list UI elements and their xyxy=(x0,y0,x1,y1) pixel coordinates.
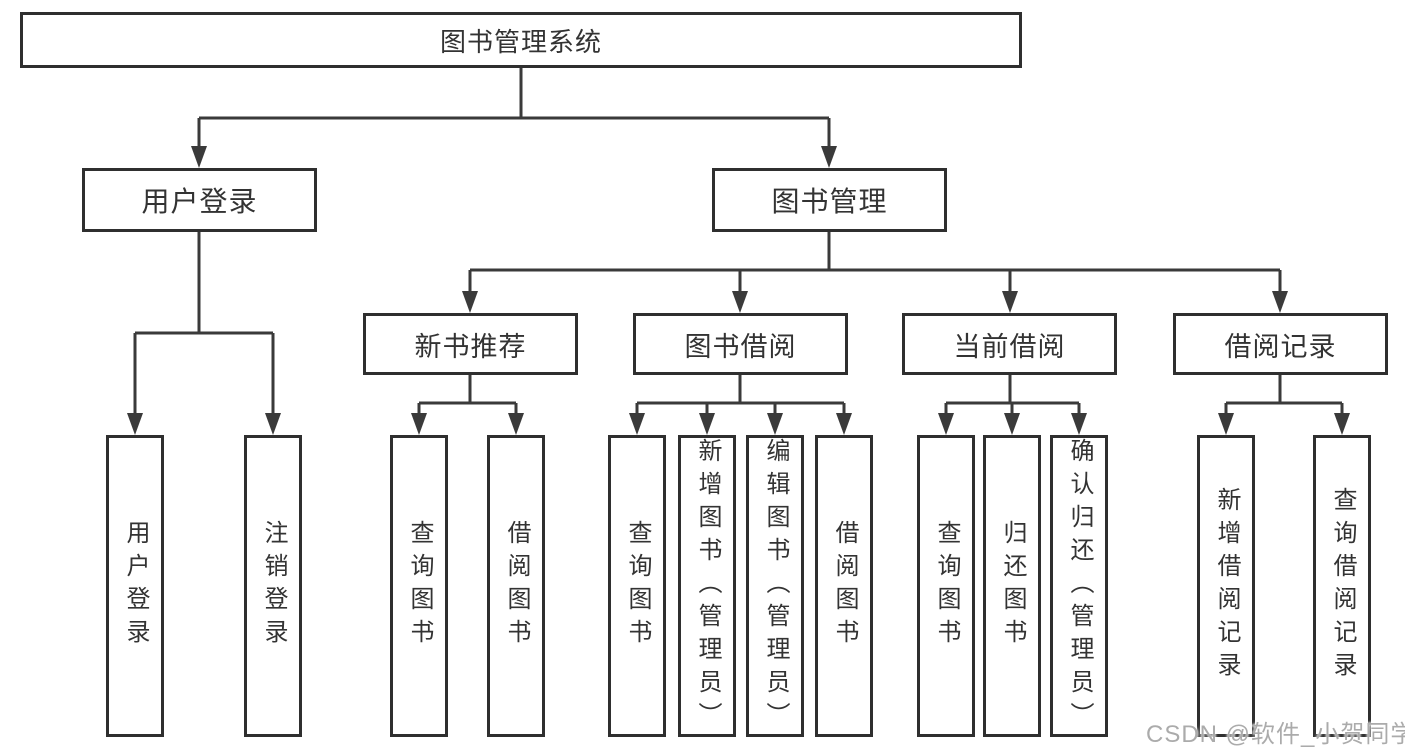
node-root: 图书管理系统 xyxy=(20,12,1022,68)
node-label: 用户登录 xyxy=(122,520,149,652)
node-user-login-leaf: 用户登录 xyxy=(106,435,164,737)
arrowhead xyxy=(265,413,281,435)
node-label: 查询图书 xyxy=(406,520,433,652)
node-label: 查询借阅记录 xyxy=(1329,487,1356,685)
arrowhead xyxy=(699,413,715,435)
node-query-borrow-record: 查询借阅记录 xyxy=(1313,435,1371,737)
arrowhead xyxy=(1272,291,1288,313)
csdn-watermark: CSDN @软件_小贺同学 xyxy=(1146,721,1405,747)
node-label: 图书管理 xyxy=(771,186,888,217)
node-root-label: 图书管理系统 xyxy=(439,26,602,57)
arrowhead xyxy=(462,291,478,313)
node-query-books-current: 查询图书 xyxy=(917,435,975,737)
arrowhead xyxy=(767,413,783,435)
connector-root-to-level2 xyxy=(197,68,831,148)
node-return-book: 归还图书 xyxy=(983,435,1041,737)
node-current-borrow: 当前借阅 xyxy=(902,313,1117,375)
node-query-books-recommend: 查询图书 xyxy=(390,435,448,737)
node-label: 编辑图书（管理员） xyxy=(762,437,789,735)
node-confirm-return-admin: 确认归还（管理员） xyxy=(1050,435,1108,737)
node-label: 借阅图书 xyxy=(503,520,530,652)
arrowhead xyxy=(1071,413,1087,435)
arrowhead xyxy=(938,413,954,435)
arrowhead xyxy=(1002,291,1018,313)
node-borrow-books-leaf: 借阅图书 xyxy=(815,435,873,737)
node-edit-book-admin: 编辑图书（管理员） xyxy=(746,435,804,737)
connector-records-to-leaves xyxy=(1224,375,1344,415)
node-book-management: 图书管理 xyxy=(712,168,947,232)
arrowhead xyxy=(191,146,207,168)
node-label: 当前借阅 xyxy=(953,331,1066,362)
arrowhead xyxy=(836,413,852,435)
node-label: 新书推荐 xyxy=(414,331,527,362)
arrowhead xyxy=(1004,413,1020,435)
node-add-book-admin: 新增图书（管理员） xyxy=(678,435,736,737)
node-label: 用户登录 xyxy=(141,186,258,217)
node-label: 查询图书 xyxy=(624,520,651,652)
node-label: 确认归还（管理员） xyxy=(1066,437,1093,735)
node-logout: 注销登录 xyxy=(244,435,302,737)
arrowhead xyxy=(508,413,524,435)
connector-borrow-to-leaves xyxy=(635,375,846,415)
connector-current-to-leaves xyxy=(944,375,1081,415)
node-label: 注销登录 xyxy=(260,520,287,652)
arrowhead xyxy=(411,413,427,435)
node-label: 借阅记录 xyxy=(1224,331,1337,362)
node-label: 新增图书（管理员） xyxy=(694,437,721,735)
node-query-books-borrow: 查询图书 xyxy=(608,435,666,737)
arrowhead xyxy=(127,413,143,435)
node-borrow-records: 借阅记录 xyxy=(1173,313,1388,375)
node-book-borrow: 图书借阅 xyxy=(633,313,848,375)
arrowhead xyxy=(1218,413,1234,435)
node-new-book-recommend: 新书推荐 xyxy=(363,313,578,375)
arrowhead xyxy=(732,291,748,313)
node-label: 查询图书 xyxy=(933,520,960,652)
node-label: 归还图书 xyxy=(999,520,1026,652)
arrowhead xyxy=(821,146,837,168)
node-label: 新增借阅记录 xyxy=(1213,487,1240,685)
arrowhead xyxy=(1334,413,1350,435)
node-add-borrow-record: 新增借阅记录 xyxy=(1197,435,1255,737)
connector-userlogin-to-leaves xyxy=(133,232,275,415)
connector-recommend-to-leaves xyxy=(417,375,518,415)
arrowhead xyxy=(629,413,645,435)
connector-bookmgmt-to-level3 xyxy=(468,232,1282,293)
node-label: 借阅图书 xyxy=(831,520,858,652)
node-user-login-branch: 用户登录 xyxy=(82,168,317,232)
node-label: 图书借阅 xyxy=(684,331,797,362)
node-borrow-books-recommend: 借阅图书 xyxy=(487,435,545,737)
